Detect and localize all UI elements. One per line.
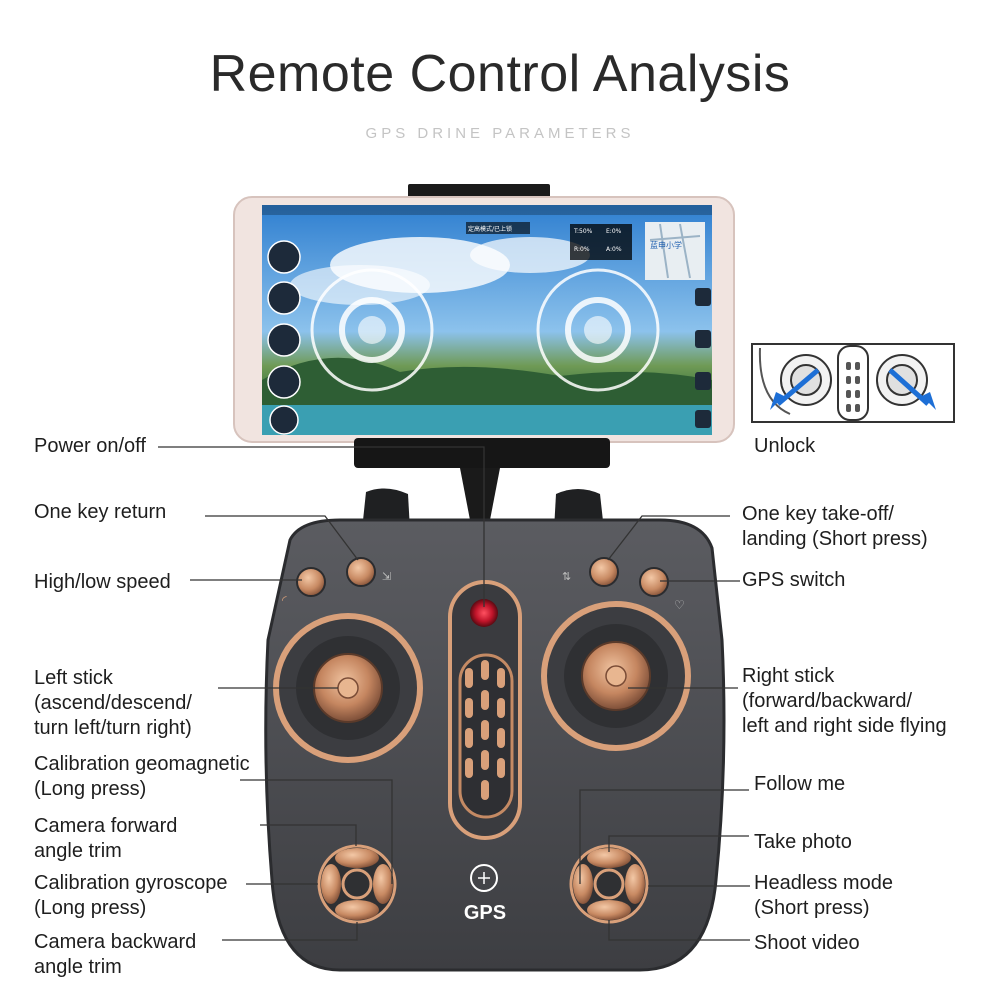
label-takeoff-landing: One key take-off/ landing (Short press)	[742, 503, 928, 550]
app-icon-drone	[267, 240, 301, 274]
page-subtitle: GPS DRINE PARAMETERS	[365, 125, 635, 142]
svg-text:◜: ◜	[282, 593, 287, 607]
gps-badge-text: GPS	[463, 902, 507, 924]
page-title: Remote Control Analysis	[209, 45, 791, 103]
app-icon-person	[269, 405, 299, 435]
label-shoot-video: Shoot video	[754, 932, 860, 954]
gps-badge-icon	[470, 864, 498, 892]
leader-lines	[158, 446, 750, 941]
app-icon-gamepad	[267, 281, 301, 315]
label-headless-mode: Headless mode (Short press)	[754, 872, 893, 919]
label-high-low-speed: High/low speed	[34, 571, 171, 593]
svg-text:⇲: ⇲	[382, 570, 391, 583]
status-led	[470, 599, 498, 627]
label-power: Power on/off	[34, 435, 146, 457]
virtual-right-stick	[536, 268, 660, 392]
label-calibration-gyroscope: Calibration gyroscope (Long press)	[34, 872, 228, 919]
telemetry-r: R:0%	[574, 246, 590, 253]
telemetry-a: A:0%	[606, 246, 622, 253]
high-low-speed-button	[296, 567, 326, 597]
svg-text:♡: ♡	[674, 598, 685, 612]
takeoff-landing-button	[589, 557, 619, 587]
label-take-photo: Take photo	[754, 831, 852, 853]
label-one-key-return: One key return	[34, 501, 167, 523]
label-right-stick: Right stick (forward/backward/ left and …	[742, 665, 947, 737]
label-camera-backward: Camera backward angle trim	[34, 931, 197, 978]
label-camera-forward: Camera forward angle trim	[34, 815, 178, 862]
app-icon-lock	[267, 365, 301, 399]
label-calibration-geomagnetic: Calibration geomagnetic (Long press)	[34, 753, 250, 800]
label-gps-switch: GPS switch	[742, 569, 846, 591]
label-unlock: Unlock	[754, 435, 816, 457]
gps-switch-button	[639, 567, 669, 597]
telemetry-t: T:50%	[574, 228, 593, 235]
unlock-inset	[751, 343, 955, 423]
phone-clamp-bottom	[354, 438, 610, 468]
map-label: 蓝申小学	[650, 241, 682, 250]
phone-status-text: 定高模式/已上锁	[468, 226, 513, 233]
one-key-return-button	[346, 557, 376, 587]
svg-text:⇅: ⇅	[562, 570, 571, 583]
app-icon-calibrate	[267, 323, 301, 357]
virtual-left-stick	[310, 268, 434, 392]
telemetry-e: E:0%	[606, 228, 622, 235]
label-follow-me: Follow me	[754, 773, 846, 795]
label-left-stick: Left stick (ascend/descend/ turn left/tu…	[34, 667, 192, 739]
